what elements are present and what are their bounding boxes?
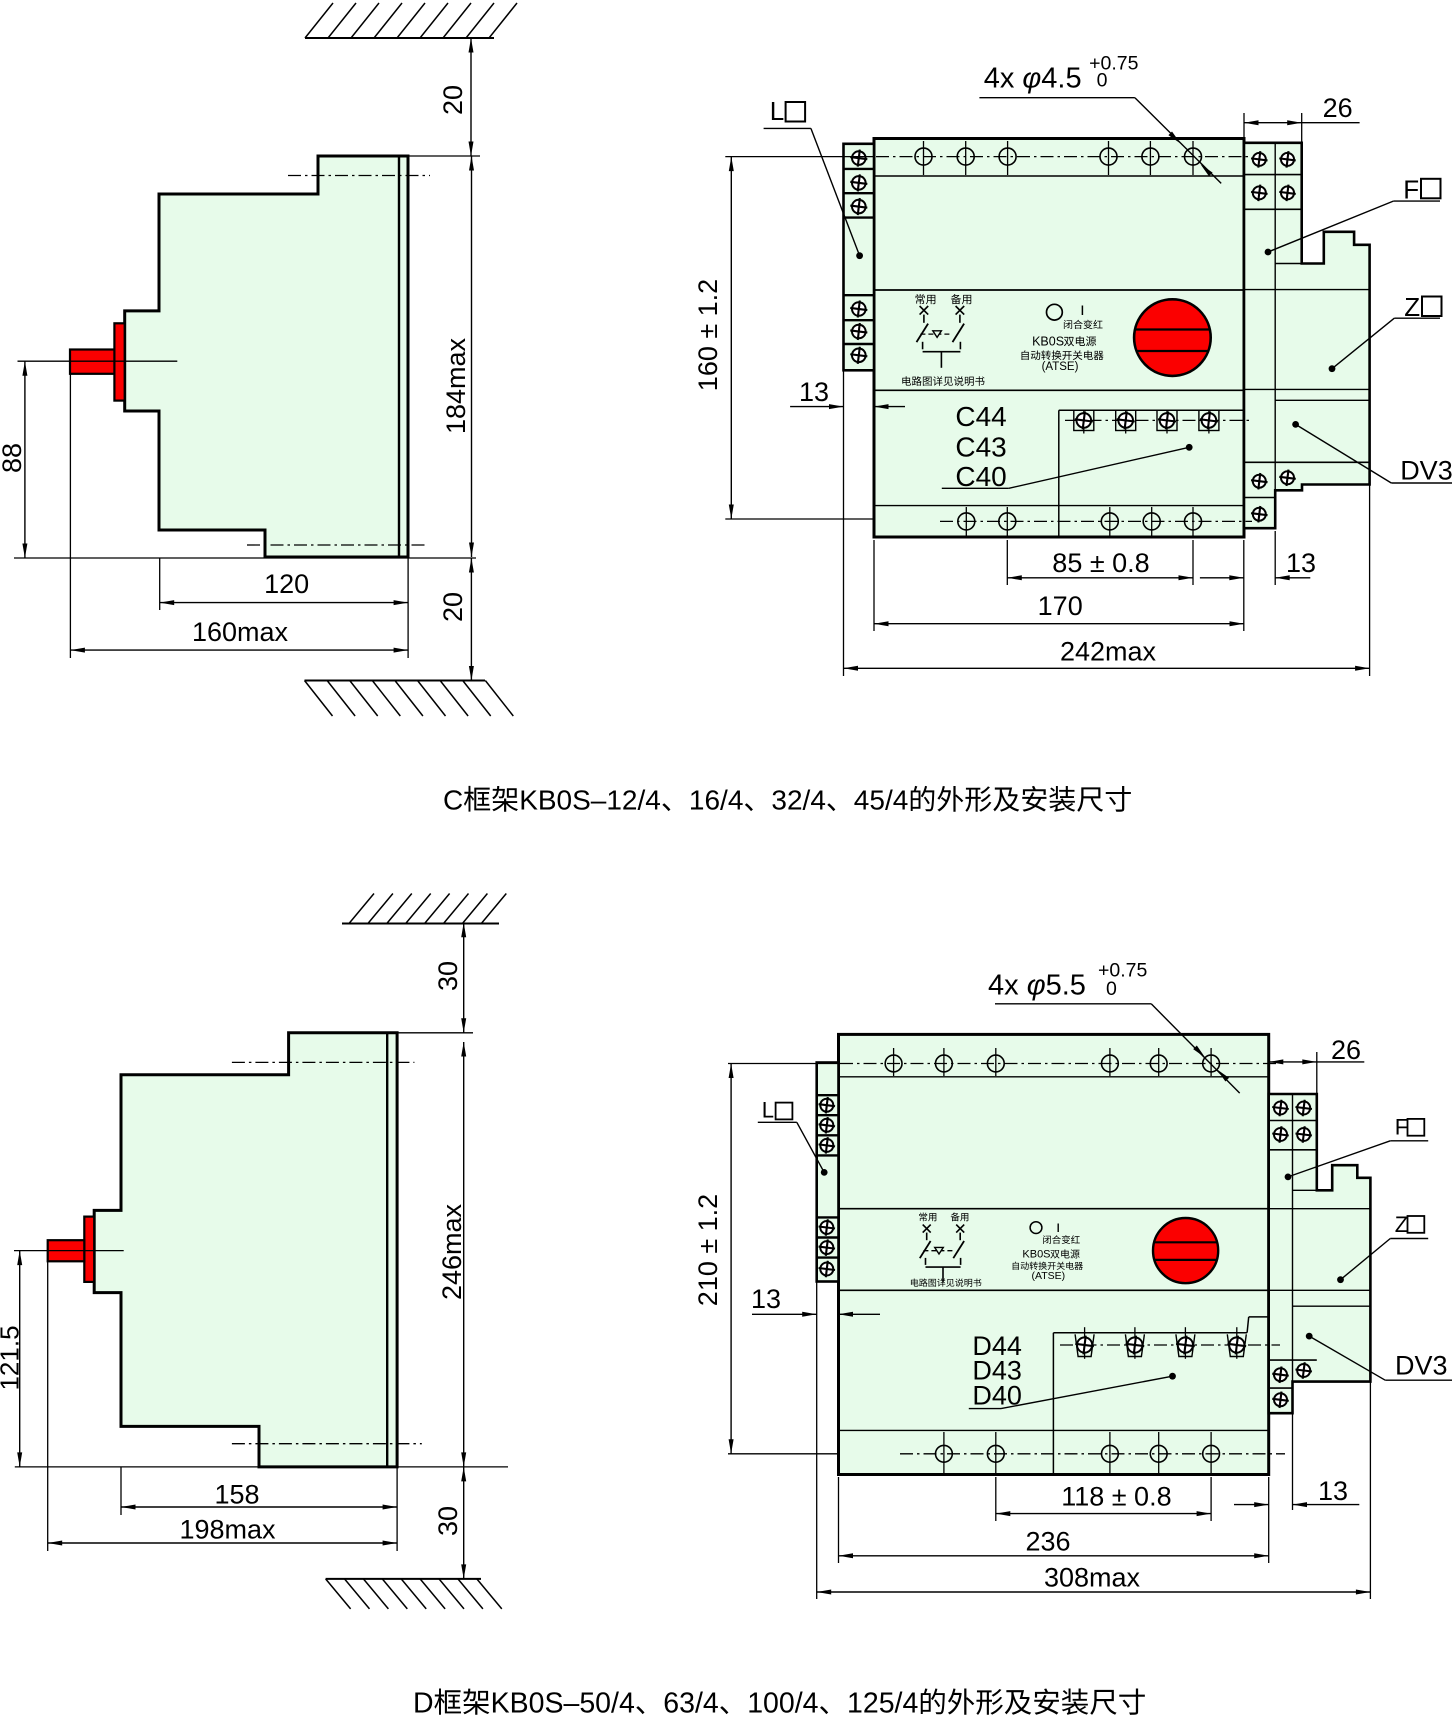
svg-text:118 ± 0.8: 118 ± 0.8	[1061, 1482, 1171, 1512]
svg-text:+0.75: +0.75	[1098, 960, 1147, 982]
svg-text:236: 236	[1025, 1527, 1070, 1557]
svg-text:16/4: 16/4	[689, 785, 744, 816]
svg-text:158: 158	[214, 1480, 259, 1510]
svg-text:160max: 160max	[192, 617, 289, 647]
svg-text:D44: D44	[972, 1331, 1022, 1361]
svg-text:210 ± 1.2: 210 ± 1.2	[693, 1194, 723, 1306]
svg-text:184max: 184max	[441, 337, 471, 434]
svg-text:85 ± 0.8: 85 ± 0.8	[1052, 548, 1149, 578]
svg-text:0: 0	[1097, 69, 1108, 91]
svg-text:DV3: DV3	[1400, 455, 1453, 485]
svg-text:C40: C40	[955, 461, 1006, 492]
svg-text:120: 120	[264, 569, 309, 599]
svg-text:20: 20	[438, 592, 468, 622]
svg-text:308max: 308max	[1044, 1563, 1141, 1593]
svg-text:D: D	[413, 1688, 434, 1718]
svg-text:63/4: 63/4	[663, 1688, 719, 1718]
svg-text:DV3: DV3	[1395, 1351, 1448, 1381]
svg-text:D40: D40	[972, 1380, 1022, 1410]
svg-text:L: L	[770, 96, 784, 126]
svg-text:20: 20	[438, 85, 468, 115]
svg-text:C43: C43	[955, 432, 1006, 463]
svg-text:30: 30	[433, 961, 463, 991]
svg-text:13: 13	[1318, 1476, 1348, 1506]
svg-text:4x φ5.5: 4x φ5.5	[988, 970, 1086, 1002]
svg-text:(ATSE): (ATSE)	[1042, 361, 1079, 373]
svg-text:160 ± 1.2: 160 ± 1.2	[693, 279, 723, 391]
svg-text:32/4: 32/4	[771, 785, 826, 816]
svg-text:Z: Z	[1404, 292, 1420, 322]
svg-text:KB0S: KB0S	[1032, 334, 1064, 348]
svg-text:KB0S–50/4: KB0S–50/4	[491, 1688, 635, 1718]
svg-text:13: 13	[799, 377, 829, 407]
svg-text:246max: 246max	[437, 1203, 467, 1300]
svg-text:45/4: 45/4	[854, 785, 909, 816]
svg-text:88: 88	[0, 443, 27, 473]
svg-text:100/4: 100/4	[747, 1688, 818, 1718]
svg-text:C: C	[443, 785, 463, 816]
svg-text:Z: Z	[1395, 1212, 1408, 1237]
svg-text:KB0S–12/4: KB0S–12/4	[519, 785, 661, 816]
svg-text:121.5: 121.5	[0, 1325, 25, 1390]
svg-text:13: 13	[751, 1284, 781, 1314]
svg-text:0: 0	[1106, 978, 1117, 1000]
svg-text:4x φ4.5: 4x φ4.5	[984, 63, 1082, 95]
svg-text:30: 30	[433, 1506, 463, 1536]
svg-text:C44: C44	[955, 401, 1006, 432]
svg-text:170: 170	[1038, 591, 1083, 621]
svg-text:13: 13	[1286, 548, 1316, 578]
svg-text:F: F	[1403, 175, 1419, 205]
svg-text:L: L	[762, 1098, 774, 1123]
svg-text:242max: 242max	[1060, 637, 1157, 667]
svg-text:26: 26	[1323, 93, 1353, 123]
svg-text:(ATSE): (ATSE)	[1031, 1270, 1065, 1282]
svg-text:125/4: 125/4	[847, 1688, 918, 1718]
svg-text:F: F	[1395, 1115, 1408, 1140]
svg-text:26: 26	[1331, 1035, 1361, 1065]
svg-text:+0.75: +0.75	[1089, 52, 1138, 74]
svg-text:D43: D43	[972, 1356, 1022, 1386]
svg-text:198max: 198max	[179, 1515, 276, 1545]
svg-text:KB0S: KB0S	[1022, 1249, 1050, 1261]
